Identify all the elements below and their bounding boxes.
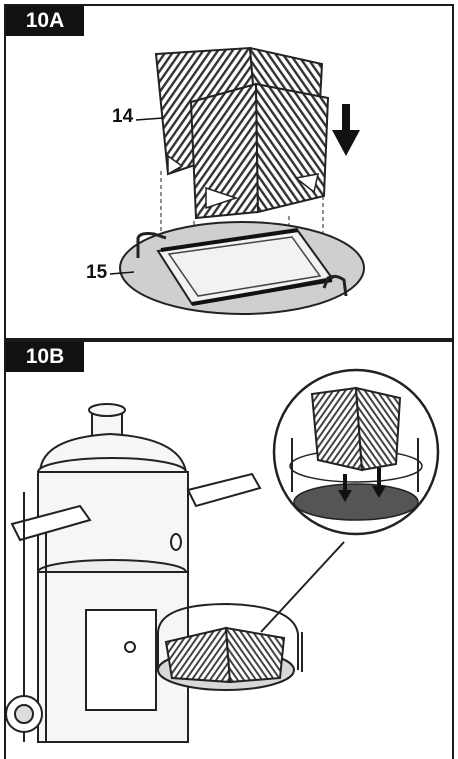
charcoal-basket — [154, 46, 330, 220]
down-arrow-icon — [332, 104, 360, 156]
step-10b-panel: 10B — [4, 340, 454, 759]
basket-in-smoker — [157, 602, 303, 691]
magnifier-circle-icon — [260, 368, 440, 633]
callout-15: 15 — [86, 262, 108, 283]
step-tag-10a: 10A — [6, 6, 84, 36]
cart-frame — [6, 492, 47, 742]
smoker-install-illustration — [6, 368, 440, 743]
smoker-body — [37, 403, 189, 743]
callout-14: 14 — [112, 106, 134, 127]
step-tag-10b: 10B — [6, 342, 84, 372]
step-10a-panel: 10A — [4, 4, 454, 340]
basket-install-illustration — [109, 46, 365, 315]
side-shelves — [10, 472, 262, 542]
charcoal-plate — [119, 221, 365, 315]
